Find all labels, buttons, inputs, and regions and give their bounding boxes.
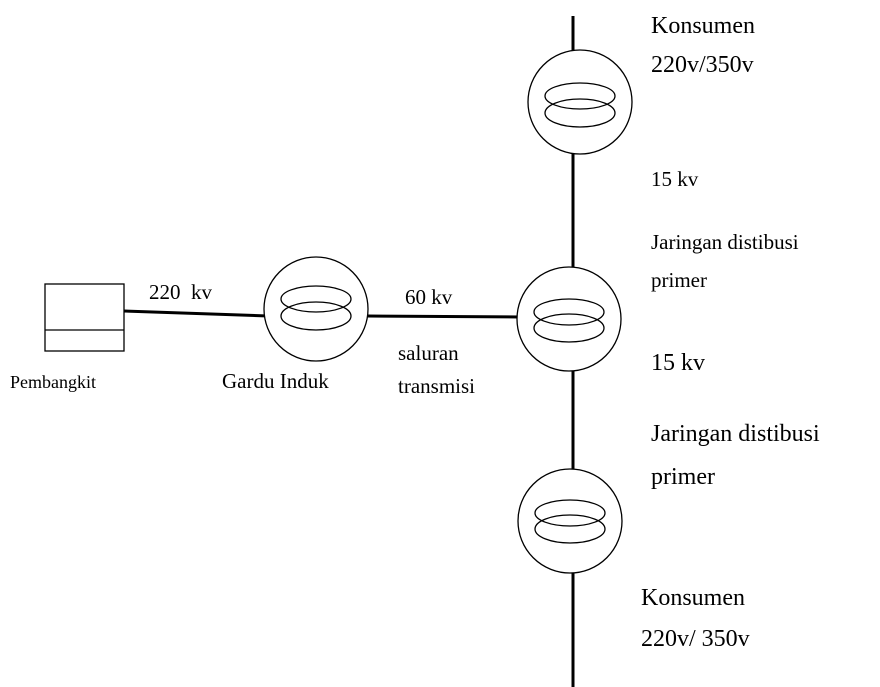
transformer-middle	[516, 266, 622, 372]
transformer-bottom	[517, 468, 623, 574]
label-60kv: 60 kv	[405, 285, 453, 309]
label-pembangkit: Pembangkit	[10, 372, 96, 392]
label-220kv: 220 kv	[149, 280, 213, 304]
label-konsumen-top-voltage: 220v/350v	[651, 52, 754, 78]
label-transmisi: transmisi	[398, 374, 475, 398]
line-60kv	[366, 314, 521, 319]
label-primer-bottom: primer	[651, 464, 715, 490]
label-saluran: saluran	[398, 341, 459, 365]
transformer-top	[527, 49, 633, 155]
label-konsumen-bottom-voltage: 220v/ 350v	[641, 626, 750, 652]
transformer-gardu-induk	[263, 256, 369, 362]
line-220kv	[123, 309, 269, 318]
label-jaringan-bottom: Jaringan distibusi	[651, 421, 820, 447]
label-konsumen-top: Konsumen	[651, 13, 755, 39]
label-jaringan-top: Jaringan distibusi	[651, 230, 799, 254]
label-primer-top: primer	[651, 268, 707, 292]
label-konsumen-bottom: Konsumen	[641, 585, 745, 611]
label-gardu-induk: Gardu Induk	[222, 369, 329, 393]
label-15kv-bottom: 15 kv	[651, 350, 705, 376]
generator-symbol	[44, 283, 125, 352]
label-15kv-top: 15 kv	[651, 167, 699, 191]
